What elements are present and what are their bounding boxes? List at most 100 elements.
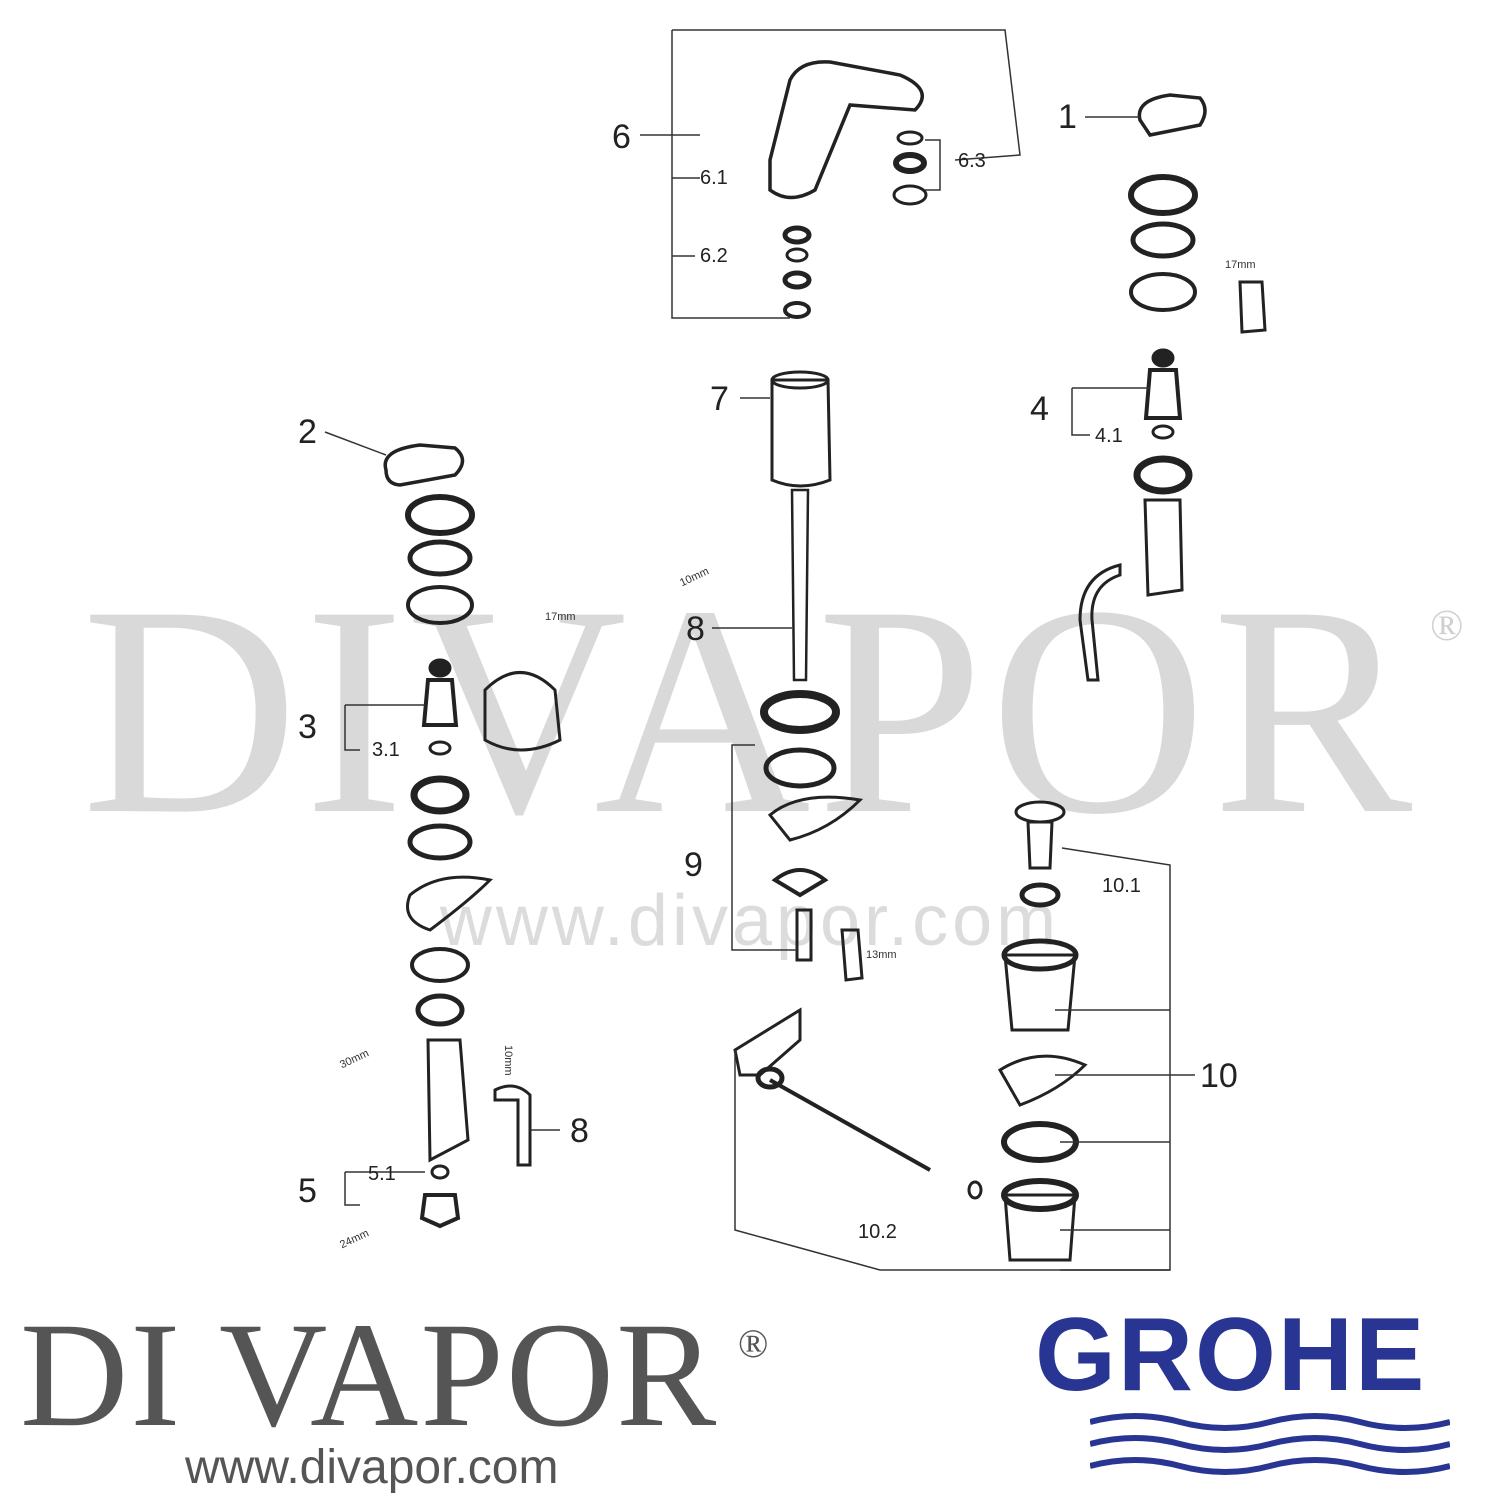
body-7 (770, 378, 832, 488)
spout-6 (768, 60, 924, 200)
watermark-url: www.divapor.com (439, 881, 1061, 961)
handle-1 (1137, 93, 1207, 137)
divapor-brand-logo: DI VAPOR (20, 1292, 719, 1458)
escutcheon-left (406, 875, 494, 932)
ring-right-1 (1128, 174, 1198, 216)
popup-rod (769, 1078, 931, 1172)
ring-left-1 (405, 494, 475, 536)
label-part-5-1: 5.1 (368, 1163, 396, 1185)
nut-centre (760, 690, 840, 734)
label-part-10-2: 10.2 (858, 1221, 897, 1243)
waste-body-upper (1003, 953, 1077, 1032)
oring-centre (763, 747, 837, 789)
cartridge-4 (1143, 368, 1183, 420)
label-part-3: 3 (298, 708, 317, 746)
cover-cap (483, 671, 562, 752)
ring-left-2 (407, 539, 473, 577)
label-part-2: 2 (298, 413, 317, 451)
shank-right (1143, 498, 1184, 597)
aerator-2 (893, 152, 927, 174)
tool-size-13mm: 13mm (866, 949, 897, 961)
cartridge-3-cap (428, 658, 452, 678)
aerator-1 (896, 130, 924, 146)
tool-size-10mm-centre: 10mm (678, 565, 711, 589)
tool-size-30mm: 30mm (338, 1047, 371, 1071)
body-7-top (770, 370, 830, 390)
label-part-9: 9 (684, 846, 703, 884)
popup-lever-housing (733, 1007, 802, 1077)
oring-4-1 (1151, 424, 1175, 440)
label-part-6-2: 6.2 (700, 245, 728, 267)
nut-right (1133, 455, 1193, 495)
bracket-5 (344, 1171, 425, 1206)
tool-size-17mm-left: 17mm (545, 611, 576, 623)
bracket-3 (344, 704, 425, 751)
label-part-3-1: 3.1 (372, 739, 400, 761)
aerator-3 (892, 184, 928, 206)
washer-left-2 (415, 993, 465, 1027)
grohe-logo: GROHE (1035, 1297, 1427, 1413)
popup-plug-top (1014, 800, 1066, 824)
label-part-7: 7 (710, 380, 729, 418)
bracket-10-2 (734, 1050, 1170, 1271)
label-part-4: 4 (1030, 390, 1049, 428)
tool-size-24mm: 24mm (338, 1227, 371, 1251)
waste-body-lower-rim (1001, 1178, 1079, 1212)
label-part-5: 5 (298, 1172, 317, 1210)
ring-right-2 (1130, 221, 1196, 259)
tool-17mm-right (1238, 280, 1267, 334)
nut-5 (419, 1193, 461, 1229)
popup-ball (755, 1066, 785, 1090)
waste-flange (997, 1054, 1088, 1107)
tool-size-17mm-right: 17mm (1225, 259, 1256, 271)
tool-13mm (840, 928, 864, 982)
label-part-4-1: 4.1 (1095, 425, 1123, 447)
spout-seal-3 (782, 270, 812, 290)
popup-seal (1019, 882, 1061, 908)
bracket-4 (1071, 387, 1150, 436)
oring-3-1 (428, 740, 452, 756)
shank-left (426, 1038, 470, 1163)
popup-plug-stem (1026, 820, 1054, 870)
rod-8 (790, 488, 810, 682)
washer-left-1 (410, 947, 470, 983)
label-part-8-left: 8 (570, 1112, 589, 1150)
ring-right-3 (1129, 272, 1197, 312)
watermark-text: DIVAPOR (81, 544, 1419, 876)
spout-seal-1 (782, 225, 812, 245)
cartridge-3 (421, 678, 459, 727)
divapor-registered-mark: ® (738, 1321, 769, 1366)
nut-left (410, 775, 470, 815)
tool-size-10mm-left: 10mm (502, 1045, 514, 1076)
waste-body-lower (1003, 1193, 1077, 1262)
label-part-10-1: 10.1 (1102, 875, 1141, 897)
hose-right (1078, 563, 1122, 682)
clip-centre (771, 868, 829, 898)
oring-5-1 (430, 1164, 450, 1180)
label-part-6: 6 (612, 118, 631, 156)
bracket-6 (671, 29, 1021, 319)
label-part-10: 10 (1200, 1057, 1238, 1095)
cartridge-4-cap (1151, 348, 1175, 368)
bracket-6-3 (925, 139, 941, 191)
spout-seal-4 (783, 301, 811, 319)
oring-left (407, 823, 473, 861)
label-part-8-centre: 8 (686, 610, 705, 648)
ring-left-3 (406, 585, 474, 625)
bracket-9 (731, 744, 797, 951)
stud-centre (795, 908, 813, 962)
bracket-10-1 (1055, 847, 1171, 1271)
label-part-6-1: 6.1 (700, 167, 728, 189)
popup-nut (967, 1180, 983, 1200)
label-part-1: 1 (1058, 98, 1077, 136)
handle-2 (383, 443, 465, 487)
spout-seal-2 (785, 247, 809, 263)
escutcheon-centre (767, 795, 864, 842)
grohe-waves-icon (1090, 1413, 1450, 1475)
divapor-url: www.divapor.com (185, 1441, 559, 1494)
watermark-registered-mark: ® (1430, 601, 1464, 650)
elbow-connector (493, 1084, 532, 1167)
leader-2 (324, 431, 387, 456)
waste-body-upper-rim (1001, 938, 1079, 972)
